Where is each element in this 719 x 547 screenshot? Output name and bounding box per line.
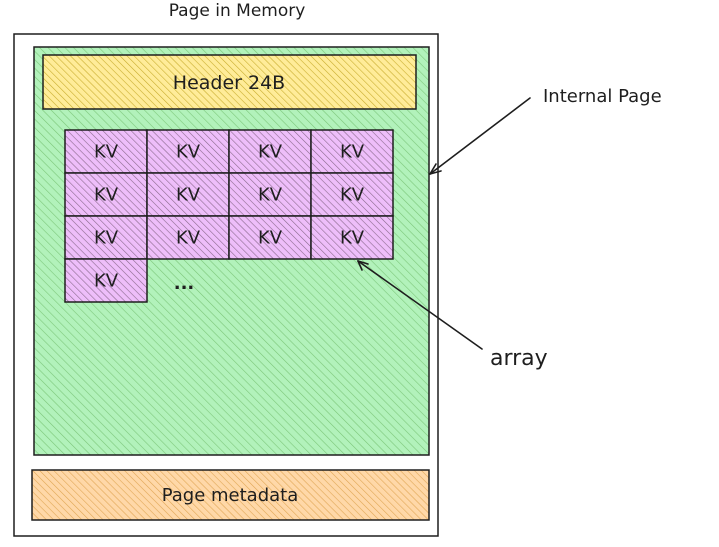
metadata-box: Page metadata bbox=[31, 469, 430, 521]
kv-label: KV bbox=[94, 142, 119, 163]
kv-cell: KV bbox=[228, 129, 312, 174]
array-callout: array bbox=[490, 346, 548, 371]
header-label: Header 24B bbox=[173, 72, 285, 94]
array-arrow bbox=[357, 260, 483, 350]
kv-cell: KV bbox=[146, 215, 230, 260]
kv-cell: KV bbox=[146, 129, 230, 174]
kv-cell: KV bbox=[310, 129, 394, 174]
kv-cell: KV bbox=[228, 215, 312, 260]
kv-label: KV bbox=[340, 228, 365, 249]
kv-label: KV bbox=[94, 185, 119, 206]
kv-cell: KV bbox=[64, 129, 148, 174]
kv-label: KV bbox=[176, 185, 201, 206]
kv-cell: KV bbox=[64, 172, 148, 217]
kv-label: KV bbox=[258, 228, 283, 249]
frame-title: Page in Memory bbox=[169, 1, 306, 21]
kv-label: KV bbox=[340, 185, 365, 206]
kv-cell: KV bbox=[310, 215, 394, 260]
header-box: Header 24B bbox=[42, 54, 417, 110]
kv-cell: KV bbox=[64, 258, 148, 303]
kv-label: KV bbox=[94, 271, 119, 292]
kv-label: KV bbox=[258, 142, 283, 163]
kv-array: KV KV KV KV KV KV KV KV KV KV KV KV KV bbox=[64, 129, 394, 303]
kv-label: KV bbox=[176, 142, 201, 163]
kv-label: KV bbox=[94, 228, 119, 249]
kv-label: KV bbox=[340, 142, 365, 163]
kv-label: KV bbox=[176, 228, 201, 249]
kv-cell: KV bbox=[64, 215, 148, 260]
internal-page-callout: Internal Page bbox=[543, 86, 662, 107]
internal-page-arrow bbox=[429, 97, 531, 175]
kv-cell: KV bbox=[228, 172, 312, 217]
kv-cell: KV bbox=[310, 172, 394, 217]
kv-ellipsis: ... bbox=[174, 273, 195, 294]
metadata-label: Page metadata bbox=[162, 485, 299, 506]
kv-label: KV bbox=[258, 185, 283, 206]
kv-cell: KV bbox=[146, 172, 230, 217]
